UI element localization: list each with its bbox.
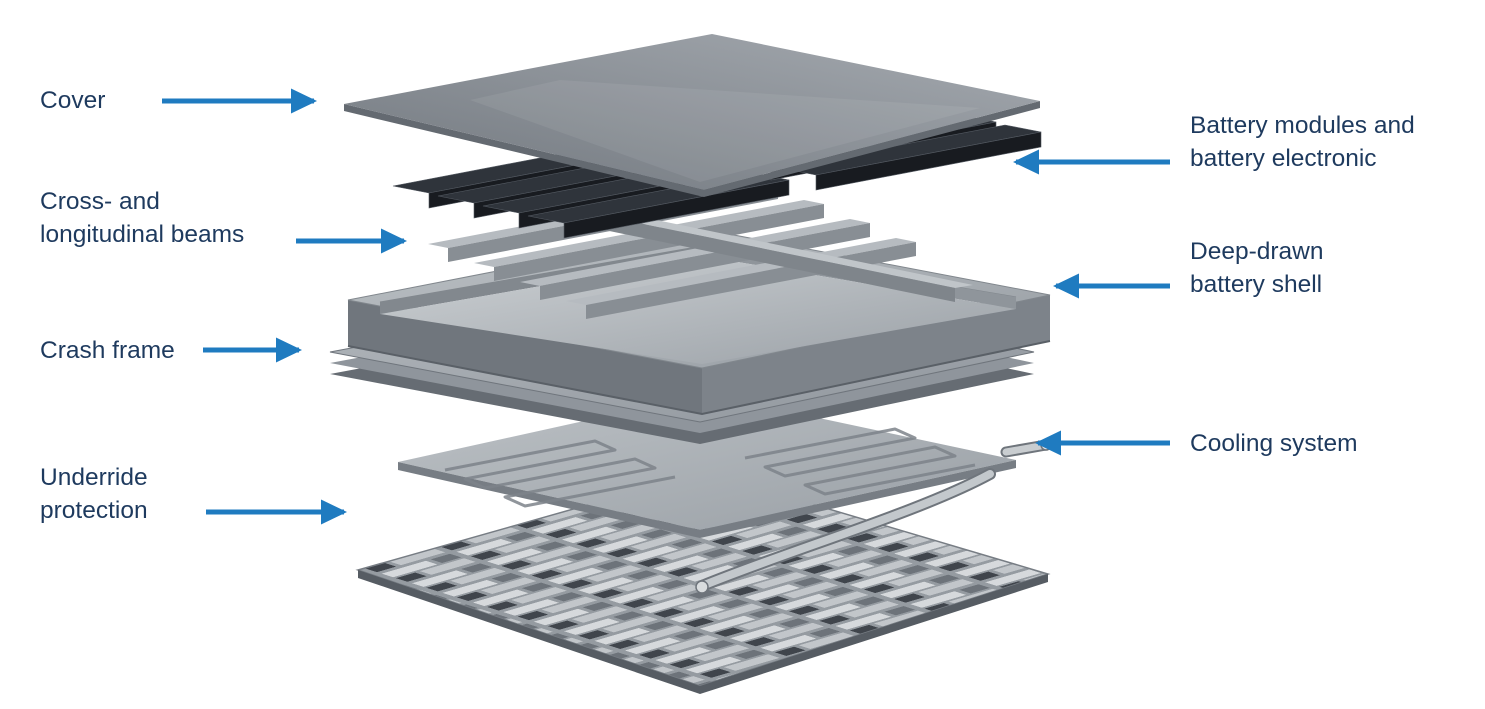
label-cover: Cover	[40, 84, 105, 117]
label-beams: Cross- and longitudinal beams	[40, 185, 244, 251]
label-battery-shell-line2: battery shell	[1190, 271, 1323, 298]
cooling-system-layer	[398, 394, 1052, 594]
label-battery-modules-line2: battery electronic	[1190, 145, 1377, 172]
label-battery-modules: Battery modules and battery electronic	[1190, 109, 1415, 175]
label-beams-line2: longitudinal beams	[40, 221, 245, 248]
cross-beam	[585, 209, 973, 302]
label-cooling-system-line: Cooling system	[1190, 430, 1358, 457]
cooling-channels-right	[744, 427, 976, 496]
label-battery-shell-line1: Deep-drawn	[1190, 238, 1324, 265]
label-battery-shell: Deep-drawn battery shell	[1190, 235, 1323, 301]
label-underride-protection: Underride protection	[40, 461, 148, 527]
cooling-channels-left	[444, 439, 676, 508]
cover-layer	[344, 34, 1040, 197]
label-underride-line2: protection	[40, 497, 148, 524]
label-battery-modules-line1: Battery modules and	[1190, 112, 1415, 139]
label-beams-line1: Cross- and	[40, 188, 160, 215]
label-crash-frame: Crash frame	[40, 334, 175, 367]
cooling-pipe	[695, 439, 1052, 594]
label-cover-line: Cover	[40, 87, 106, 114]
callout-arrows	[162, 88, 1170, 525]
label-underride-line1: Underride	[40, 464, 148, 491]
label-crash-frame-line: Crash frame	[40, 337, 175, 364]
label-cooling-system: Cooling system	[1190, 427, 1357, 460]
